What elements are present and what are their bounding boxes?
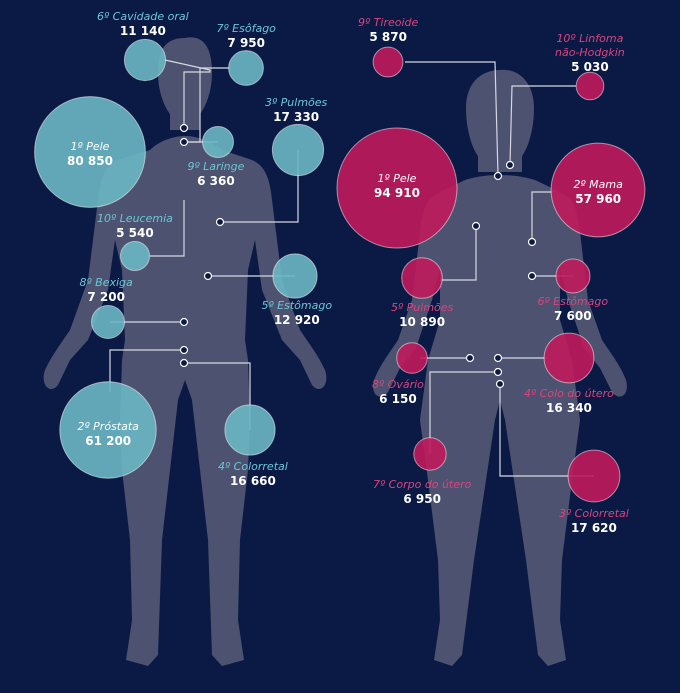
male-label-value: 6 360 bbox=[197, 174, 235, 188]
female-bubble-9 bbox=[372, 46, 404, 78]
male-label-name: 5º Estômago bbox=[261, 299, 333, 312]
male-label-name: 7º Esôfago bbox=[216, 22, 276, 35]
female-bubble-4 bbox=[543, 332, 595, 384]
female-label-value: 57 960 bbox=[575, 192, 622, 206]
male-label-name: 1º Pele bbox=[70, 140, 110, 153]
male-label-value: 5 540 bbox=[116, 226, 154, 240]
male-bubble-9 bbox=[202, 126, 234, 158]
female-label-value: 7 600 bbox=[554, 309, 592, 323]
male-bubble-2 bbox=[59, 381, 157, 479]
male-bubble-1 bbox=[34, 96, 146, 208]
male-body-silhouette bbox=[43, 37, 327, 666]
male-bubble-6 bbox=[123, 38, 167, 82]
female-bubble-10 bbox=[575, 71, 605, 101]
male-bubble-7 bbox=[228, 50, 264, 86]
male-bubbles bbox=[34, 38, 325, 479]
male-bubble-8 bbox=[91, 305, 125, 339]
female-label-name: 6º Estômago bbox=[537, 295, 609, 308]
male-label-name: 4º Colorretal bbox=[218, 460, 288, 473]
female-label-name: 4º Colo do útero bbox=[524, 387, 614, 400]
female-label-value: 17 620 bbox=[570, 521, 617, 535]
female-bubble-2 bbox=[550, 142, 646, 238]
male-label-value: 11 140 bbox=[119, 24, 166, 38]
female-bubble-5 bbox=[401, 257, 443, 299]
male-label-name: 8º Bexiga bbox=[79, 276, 133, 289]
male-bubble-3 bbox=[271, 123, 325, 177]
male-label-value: 7 200 bbox=[87, 290, 125, 304]
female-label-value: 16 340 bbox=[545, 401, 592, 415]
male-label-value: 17 330 bbox=[273, 110, 320, 124]
female-bubble-3 bbox=[567, 449, 621, 503]
female-bubble-1 bbox=[336, 127, 458, 249]
male-label-value: 12 920 bbox=[273, 313, 320, 327]
male-label-value: 61 200 bbox=[85, 434, 132, 448]
female-label-name: 7º Corpo do útero bbox=[373, 478, 472, 491]
female-label-value: 5 030 bbox=[571, 60, 609, 74]
female-bubble-7 bbox=[413, 437, 447, 471]
male-label-name: 2º Próstata bbox=[77, 420, 139, 433]
male-label-name: 9º Laringe bbox=[187, 160, 245, 173]
female-label-value: 6 150 bbox=[379, 392, 417, 406]
female-label-value: 10 890 bbox=[399, 315, 446, 329]
male-bubble-4 bbox=[224, 404, 276, 456]
female-bubble-8 bbox=[396, 342, 428, 374]
female-bubble-6 bbox=[555, 258, 591, 294]
male-label-value: 16 660 bbox=[229, 474, 276, 488]
female-label-value: 6 950 bbox=[403, 492, 441, 506]
female-label-name: 3º Colorretal bbox=[559, 507, 629, 520]
female-label-name: 1º Pele bbox=[377, 172, 417, 185]
male-bubble-10 bbox=[120, 241, 150, 271]
male-bubble-5 bbox=[272, 253, 318, 299]
male-label-value: 7 950 bbox=[227, 36, 265, 50]
female-label-value: 5 870 bbox=[369, 30, 407, 44]
female-body-silhouette bbox=[373, 69, 627, 666]
connector-endpoints bbox=[179, 123, 537, 389]
female-label-name: 5º Pulmões bbox=[391, 301, 454, 314]
male-label-value: 80 850 bbox=[67, 154, 113, 168]
male-label-name: 6º Cavidade oral bbox=[97, 10, 189, 23]
female-label-name: 8º Ovário bbox=[372, 378, 424, 391]
female-bubbles bbox=[336, 46, 646, 503]
female-label-value: 94 910 bbox=[374, 186, 420, 200]
male-label-name: 3º Pulmões bbox=[265, 96, 328, 109]
female-label-name: 9º Tireoide bbox=[358, 16, 419, 29]
male-label-name: 10º Leucemia bbox=[97, 212, 173, 225]
female-label-name: 2º Mama bbox=[573, 178, 623, 191]
